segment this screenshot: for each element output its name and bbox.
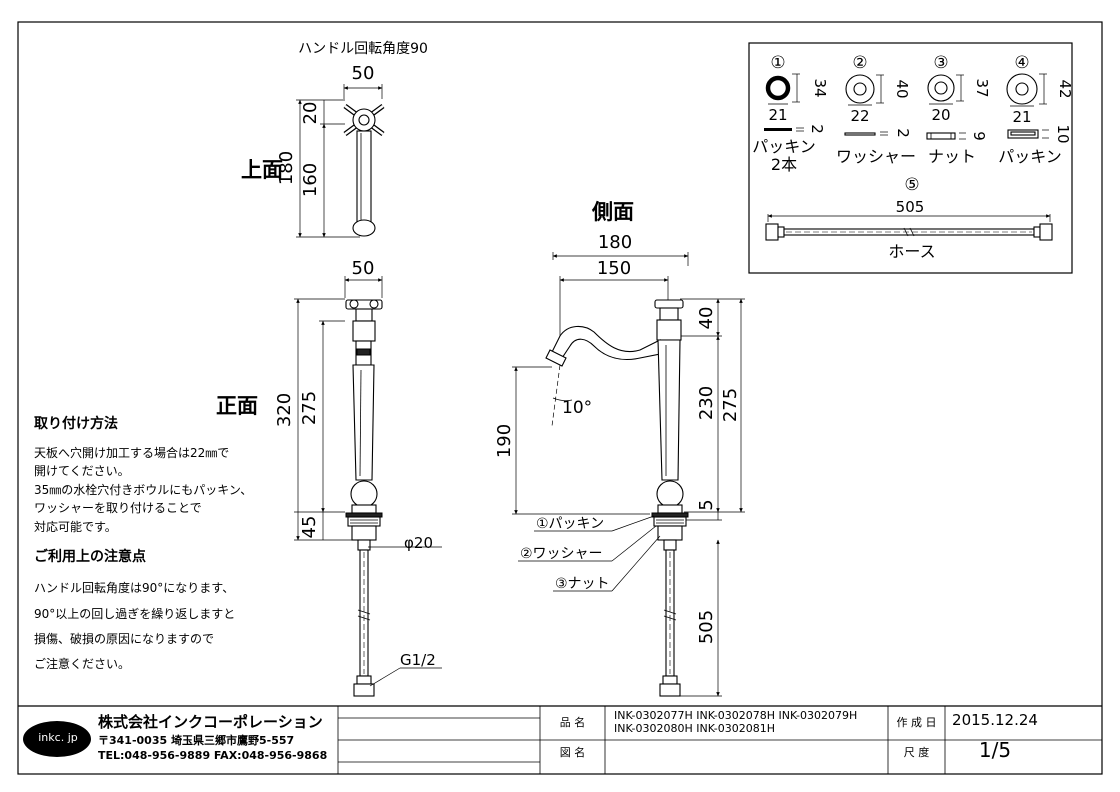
svg-text:34: 34 [811, 78, 829, 97]
front-total-dim: 320 [274, 393, 295, 427]
caution-title: ご利用上の注意点 [34, 548, 146, 565]
part-4-packing: ④ 42 21 10 パッキン [998, 53, 1074, 166]
install-line: 開けてください。 [34, 464, 130, 479]
svg-text:パッキン: パッキン [998, 147, 1062, 166]
installation-notes: 取り付け方法 天板へ穴開け加工する場合は22㎜で 開けてください。 35㎜の水栓… [34, 414, 334, 677]
side-reach-dim: 150 [597, 258, 631, 279]
side-total-dim: 275 [720, 388, 741, 422]
product-codes-line2: INK-0302080H INK-0302081H [614, 722, 776, 735]
callout-packing: ①パッキン [536, 516, 604, 532]
side-view-label: 側面 [591, 200, 634, 224]
svg-text:2: 2 [894, 128, 912, 138]
svg-text:ワッシャー: ワッシャー [836, 147, 916, 166]
company-contact: TEL:048-956-9889 FAX:048-956-9868 [98, 749, 328, 762]
svg-text:40: 40 [893, 79, 911, 98]
part-3-nut: ③ 37 20 9 ナット [926, 53, 991, 166]
svg-text:2本: 2本 [771, 155, 797, 174]
svg-text:9: 9 [970, 131, 988, 141]
svg-text:ナット: ナット [928, 147, 976, 166]
product-codes-line1: INK-0302077H INK-0302078H INK-0302079H [614, 709, 858, 722]
company-address: 〒341-0035 埼玉県三郷市鷹野5-557 [98, 734, 295, 747]
callout-nut: ③ナット [555, 576, 610, 592]
svg-text:37: 37 [973, 78, 991, 97]
rotation-note: ハンドル回転角度90 [298, 41, 428, 57]
side-width-dim: 180 [598, 232, 632, 253]
created-date-value: 2015.12.24 [952, 711, 1038, 729]
company-name: 株式会社インクコーポレーション [98, 713, 323, 731]
sheet-border [17, 21, 1103, 775]
caution-line: ご注意ください。 [34, 656, 131, 671]
drawing-name-label: 図 名 [559, 746, 586, 759]
spout-angle: 10° [562, 398, 592, 418]
scale-label: 尺 度 [903, 746, 930, 759]
top-view: 上面 ハンドル回転角度90 50 20 180 160 [241, 41, 428, 238]
svg-text:⑤: ⑤ [904, 175, 919, 195]
svg-text:22: 22 [850, 107, 869, 125]
title-block [18, 705, 1102, 774]
side-view: 側面 180 150 40 230 275 5 505 190 10° [494, 200, 745, 697]
company-logo [23, 721, 91, 757]
side-body-dim: 230 [696, 386, 717, 420]
front-body-dim: 275 [299, 391, 320, 425]
top-width-dim: 50 [352, 63, 375, 84]
product-name-label: 品 名 [559, 716, 586, 729]
install-line: 35㎜の水栓穴付きボウルにもパッキン、 [34, 482, 253, 497]
install-line: 天板へ穴開け加工する場合は22㎜で [34, 445, 230, 460]
logo-text: inkc. jp [38, 731, 78, 744]
svg-text:②: ② [852, 53, 867, 73]
svg-text:505: 505 [896, 198, 925, 216]
front-view-label: 正面 [216, 394, 258, 418]
svg-text:10: 10 [1054, 124, 1072, 143]
top-total-dim: 180 [276, 151, 297, 185]
created-date-label: 作 成 日 [896, 716, 937, 729]
svg-text:2: 2 [808, 124, 826, 134]
front-thread-label: G1/2 [400, 651, 436, 669]
svg-text:20: 20 [931, 106, 950, 124]
front-view: 正面 50 320 275 45 [216, 258, 442, 697]
front-width-dim: 50 [352, 258, 375, 279]
side-handle-dim: 40 [696, 307, 717, 330]
install-title: 取り付け方法 [34, 416, 118, 432]
front-diameter-label: φ20 [404, 534, 433, 552]
svg-text:21: 21 [1012, 108, 1031, 126]
part-5-hose: ⑤ 505 ホース [765, 175, 1053, 261]
scale-value: 1/5 [978, 738, 1012, 762]
install-line: ワッシャーを取り付けることで [34, 501, 202, 516]
svg-text:①: ① [770, 53, 785, 73]
svg-text:③: ③ [933, 53, 948, 73]
side-gap-dim: 5 [696, 499, 717, 510]
part-2-washer: ② 40 22 2 ワッシャー [836, 53, 916, 166]
parts-list: ① 34 21 2 パッキン 2本 ② 40 22 2 ワッシャー [748, 42, 1074, 274]
svg-text:21: 21 [768, 106, 787, 124]
svg-text:ホース: ホース [888, 242, 935, 261]
top-handle-dim: 20 [300, 102, 321, 125]
callout-washer: ②ワッシャー [520, 546, 603, 562]
top-view-label: 上面 [241, 158, 283, 182]
front-base-dim: 45 [299, 516, 320, 539]
caution-line: 損傷、破損の原因になりますので [34, 631, 215, 646]
svg-text:42: 42 [1056, 79, 1074, 98]
side-spout-height-dim: 190 [494, 424, 515, 458]
side-hose-dim: 505 [696, 610, 717, 644]
caution-line: ハンドル回転角度は90°になります、 [34, 581, 235, 596]
install-line: 対応可能です。 [34, 520, 117, 535]
top-spout-dim: 160 [300, 163, 321, 197]
svg-text:パッキン: パッキン [752, 137, 816, 156]
caution-line: 90°以上の回し過ぎを繰り返しますと [34, 606, 236, 621]
part-1-packing: ① 34 21 2 パッキン 2本 [752, 53, 829, 174]
svg-text:④: ④ [1014, 53, 1029, 73]
